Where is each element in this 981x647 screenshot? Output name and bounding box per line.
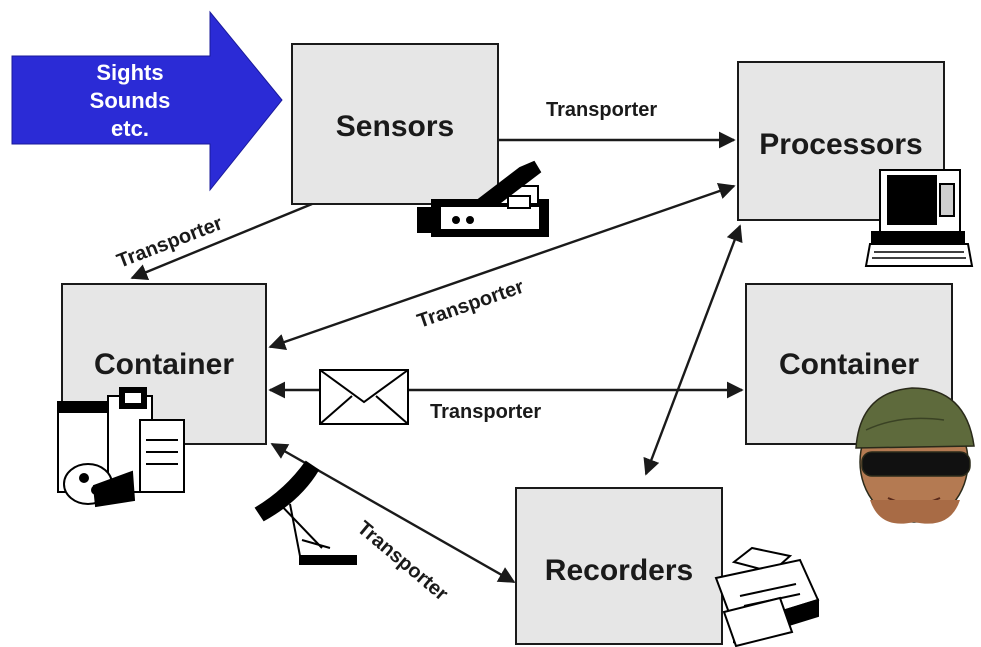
- node-container-left-label: Container: [94, 348, 234, 381]
- edge-sensors-processors-label: Transporter: [546, 99, 657, 121]
- node-container-right-label: Container: [779, 348, 919, 381]
- video-camera-icon: [417, 160, 549, 237]
- edge-processors-recorders: [643, 224, 743, 476]
- soldier-icon: [855, 387, 975, 524]
- node-processors-label: Processors: [759, 128, 922, 161]
- node-sensors-label: Sensors: [336, 110, 454, 143]
- node-sensors-box: [291, 43, 499, 205]
- node-recorders-label: Recorders: [545, 554, 693, 587]
- node-recorders: Recorders: [515, 487, 723, 645]
- envelope-icon: [319, 369, 409, 425]
- satellite-dish-icon: [254, 460, 357, 565]
- node-processors: Processors: [737, 61, 945, 221]
- input-arrow-line-2: Sounds: [90, 88, 171, 113]
- server-disk-icon: [57, 387, 185, 508]
- edge-processors-container: [268, 183, 736, 350]
- node-sensors: Sensors: [291, 43, 499, 205]
- input-arrow-line-3: etc.: [111, 116, 149, 141]
- printer-icon: [714, 546, 820, 647]
- input-arrow: Sights Sounds etc.: [11, 10, 283, 192]
- node-recorders-box: [515, 487, 723, 645]
- computer-terminal-icon: [864, 169, 974, 267]
- edge-container-container-label: Transporter: [430, 401, 541, 423]
- input-arrow-shape: [11, 10, 283, 192]
- input-arrow-line-1: Sights: [96, 60, 163, 85]
- edge-processors-container-label: Transporter: [414, 276, 526, 333]
- edge-container-recorders-label: Transporter: [353, 517, 452, 605]
